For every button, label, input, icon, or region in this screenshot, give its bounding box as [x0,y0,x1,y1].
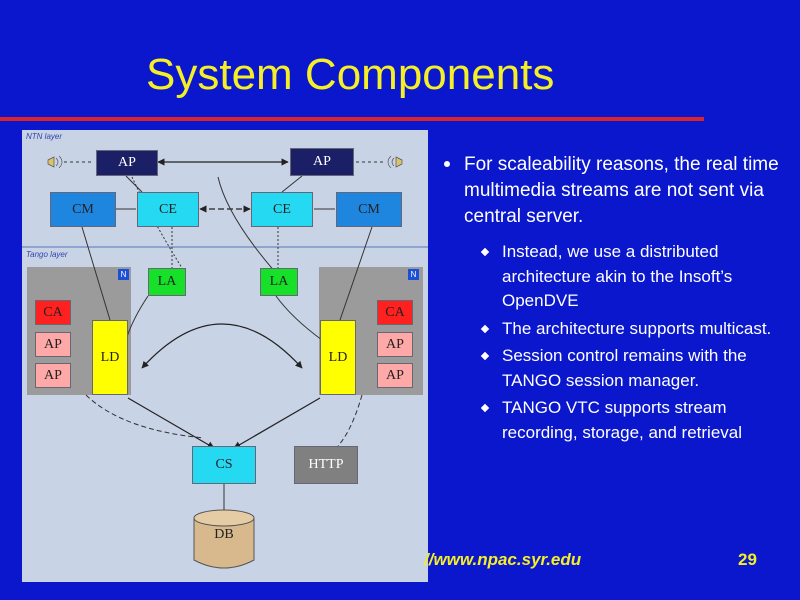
ce-box-left: CE [137,192,199,227]
diamond-bullet-icon [480,403,490,413]
client-http-dashed-right [337,394,363,447]
sub-bullet-text: TANGO VTC supports stream recording, sto… [502,398,743,442]
sub-bullet: TANGO VTC supports stream recording, sto… [440,396,790,445]
bullet-dot-icon [444,161,450,167]
ld-cs-arrow-right [233,397,321,449]
ld-cs-arrow-left [127,397,215,449]
la-ld-link-right [275,295,323,341]
sub-bullet: Instead, we use a distributed architectu… [440,240,790,314]
client-cs-dashed-left [85,394,205,439]
ap-ce-link-left [125,175,143,193]
sub-bullet-text: Instead, we use a distributed architectu… [502,242,733,310]
ca-box-right: CA [377,300,413,325]
ca-box-left: CA [35,300,71,325]
cs-box: CS [192,446,256,484]
sub-bullet-text: Session control remains with the TANGO s… [502,346,747,390]
ld-box-left: LD [92,320,128,395]
main-bullet: For scaleability reasons, the real time … [440,152,790,230]
title-divider [0,117,704,121]
speaker-icon-right [387,155,403,169]
sub-bullet: Session control remains with the TANGO s… [440,344,790,393]
ap-box-top-right: AP [290,148,354,176]
ap-box-right-2: AP [377,363,413,388]
db-label: DB [214,527,234,542]
http-box: HTTP [294,446,358,484]
ap-box-left-2: AP [35,363,71,388]
speaker-icon-left [47,155,63,169]
sub-bullet: The architecture supports multicast. [440,317,790,342]
ap-box-top-left: AP [96,150,158,176]
ap-box-left-1: AP [35,332,71,357]
slide-title: System Components [146,50,555,99]
ld-ld-arrow [141,323,303,369]
footer-url: //www.npac.syr.edu [424,550,582,569]
diamond-bullet-icon [480,324,490,333]
ntn-layer-label: NTN layer [26,132,63,141]
ap-box-right-1: AP [377,332,413,357]
db-cylinder [193,509,255,569]
system-diagram: NTN layer Tango layer N N AP AP CM CE CE… [22,130,428,582]
ld-box-right: LD [320,320,356,395]
diamond-bullet-icon [480,247,490,257]
main-bullet-text: For scaleability reasons, the real time … [464,154,779,227]
diamond-bullet-icon [480,351,490,361]
ce-box-right: CE [251,192,313,227]
cm-box-left: CM [50,192,116,227]
la-box-right: LA [260,268,298,296]
tango-layer-label: Tango layer [26,250,68,259]
cm-ld-link-right [339,226,373,321]
corner-marker-left: N [118,269,129,280]
sub-bullet-list: Instead, we use a distributed architectu… [440,240,790,445]
ap-ce-link-right [281,175,303,193]
la-box-left: LA [148,268,186,296]
sub-bullet-text: The architecture supports multicast. [502,318,772,338]
cm-ld-link-left [81,226,111,321]
corner-marker-right: N [408,269,419,280]
bullet-list: For scaleability reasons, the real time … [440,152,790,448]
cm-box-right: CM [336,192,402,227]
page-number: 29 [738,550,757,569]
